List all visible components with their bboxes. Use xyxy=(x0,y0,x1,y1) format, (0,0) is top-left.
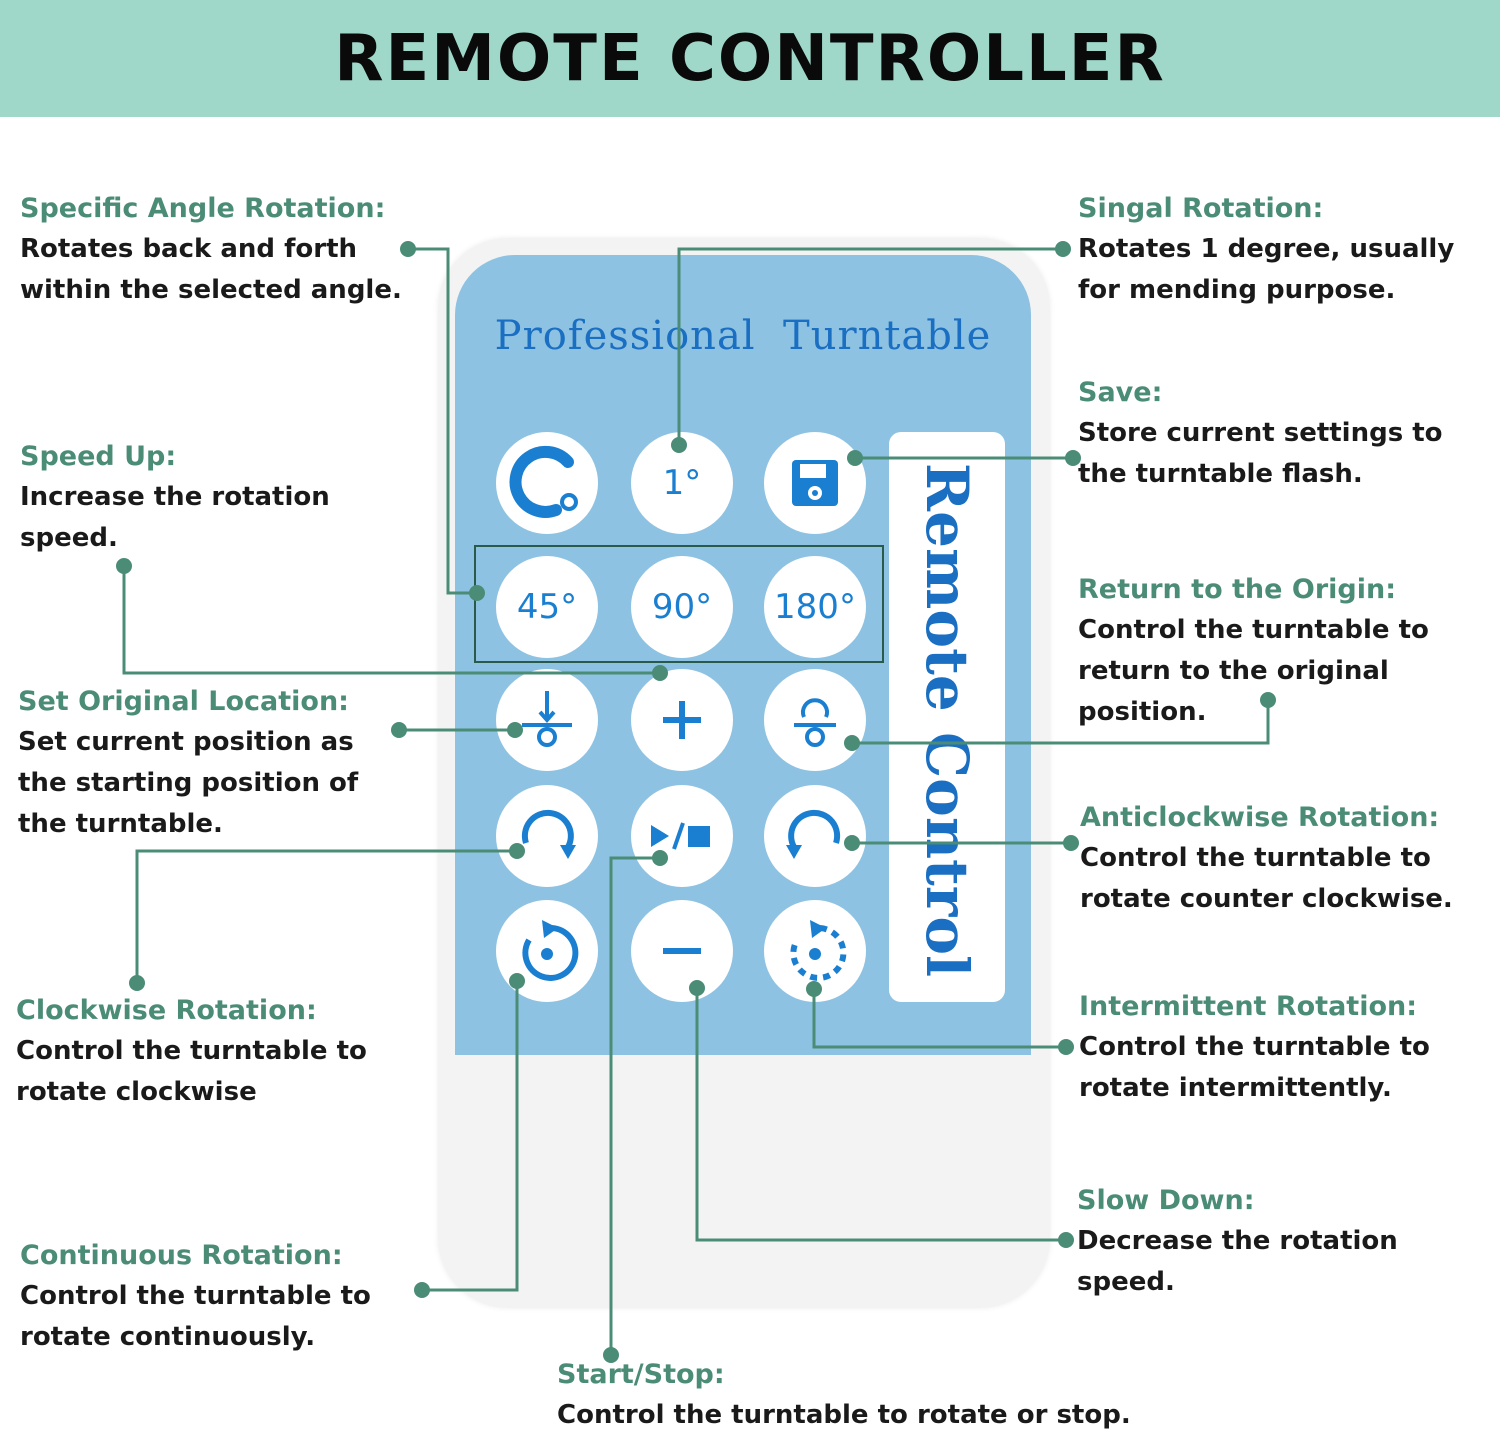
return-to-origin-callout: Return to the Origin: Control the turnta… xyxy=(1078,569,1429,733)
callout-description: Increase the rotation speed. xyxy=(20,482,330,553)
play-stop-icon xyxy=(651,822,710,850)
callout-description: Set current position as the starting pos… xyxy=(18,727,359,839)
single-rotation-label: 1° xyxy=(662,463,702,503)
callout-title: Set Original Location: xyxy=(18,686,349,717)
single-rotation-callout: Singal Rotation: Rotates 1 degree, usual… xyxy=(1078,188,1454,311)
callout-description: Control the turntable to return to the o… xyxy=(1078,615,1429,727)
anticlockwise-rotation-callout: Anticlockwise Rotation: Control the turn… xyxy=(1080,797,1453,920)
callout-description: Rotates back and forth within the select… xyxy=(20,234,402,305)
set-original-location-callout: Set Original Location: Set current posit… xyxy=(18,681,358,845)
callout-title: Return to the Origin: xyxy=(1078,574,1396,605)
callout-description: Control the turntable to rotate or stop. xyxy=(557,1400,1131,1430)
angle-90-label: 90° xyxy=(651,587,713,627)
callout-title: Intermittent Rotation: xyxy=(1079,991,1418,1022)
continuous-rotation-callout: Continuous Rotation: Control the turntab… xyxy=(20,1235,371,1358)
floppy-disk-icon xyxy=(792,460,838,506)
remote-title: Professional Turntable xyxy=(494,313,992,359)
callout-title: Start/Stop: xyxy=(557,1359,725,1390)
return-to-origin-button[interactable] xyxy=(764,669,866,771)
callout-title: Save: xyxy=(1078,377,1163,408)
speed-up-button[interactable] xyxy=(631,669,733,771)
callout-title: Anticlockwise Rotation: xyxy=(1080,802,1440,833)
callout-description: Store current settings to the turntable … xyxy=(1078,418,1443,489)
side-panel xyxy=(889,432,1005,1002)
angle-45-button[interactable]: 45° xyxy=(496,556,598,658)
set-original-location-button[interactable] xyxy=(496,669,598,771)
clockwise-arrow-icon xyxy=(521,809,576,859)
callout-description: Control the turntable to rotate clockwis… xyxy=(16,1036,367,1107)
slow-down-button[interactable] xyxy=(631,900,733,1002)
speed-up-callout: Speed Up: Increase the rotation speed. xyxy=(20,436,330,559)
callout-description: Control the turntable to rotate intermit… xyxy=(1079,1032,1430,1103)
clockwise-rotation-callout: Clockwise Rotation: Control the turntabl… xyxy=(16,990,367,1113)
callout-title: Singal Rotation: xyxy=(1078,193,1324,224)
plus-icon xyxy=(663,701,701,739)
angle-45-label: 45° xyxy=(516,587,578,627)
intermittent-rotation-icon xyxy=(790,920,847,981)
clockwise-rotation-button[interactable] xyxy=(496,785,598,887)
callout-title: Clockwise Rotation: xyxy=(16,995,317,1026)
slow-down-callout: Slow Down: Decrease the rotation speed. xyxy=(1077,1180,1398,1303)
start-stop-callout: Start/Stop: Control the turntable to rot… xyxy=(557,1354,1131,1436)
rotate-icon xyxy=(509,445,578,518)
callout-description: Rotates 1 degree, usually for mending pu… xyxy=(1078,234,1455,305)
callout-title: Continuous Rotation: xyxy=(20,1240,343,1271)
angle-180-label: 180° xyxy=(774,587,856,627)
anticlockwise-arrow-icon xyxy=(786,809,841,859)
minus-icon xyxy=(663,948,701,954)
save-callout: Save: Store current settings to the turn… xyxy=(1078,372,1443,495)
callout-title: Slow Down: xyxy=(1077,1185,1255,1216)
return-origin-icon xyxy=(794,698,836,747)
callout-description: Control the turntable to rotate continuo… xyxy=(20,1281,371,1352)
callout-description: Control the turntable to rotate counter … xyxy=(1080,843,1453,914)
specific-angle-rotation-callout: Specific Angle Rotation: Rotates back an… xyxy=(20,188,402,311)
header-banner: REMOTE CONTROLLER xyxy=(0,0,1500,117)
page-title: REMOTE CONTROLLER xyxy=(334,21,1166,96)
callout-title: Specific Angle Rotation: xyxy=(20,193,386,224)
start-stop-button[interactable] xyxy=(631,785,733,887)
continuous-rotation-icon xyxy=(522,920,579,981)
set-origin-icon xyxy=(522,691,572,747)
angle-preset-group xyxy=(474,545,884,663)
save-button[interactable] xyxy=(764,432,866,534)
callout-title: Speed Up: xyxy=(20,441,177,472)
specific-angle-rotation-button[interactable] xyxy=(496,432,598,534)
angle-180-button[interactable]: 180° xyxy=(764,556,866,658)
callout-description: Decrease the rotation speed. xyxy=(1077,1226,1398,1297)
intermittent-rotation-callout: Intermittent Rotation: Control the turnt… xyxy=(1079,986,1430,1109)
angle-90-button[interactable]: 90° xyxy=(631,556,733,658)
